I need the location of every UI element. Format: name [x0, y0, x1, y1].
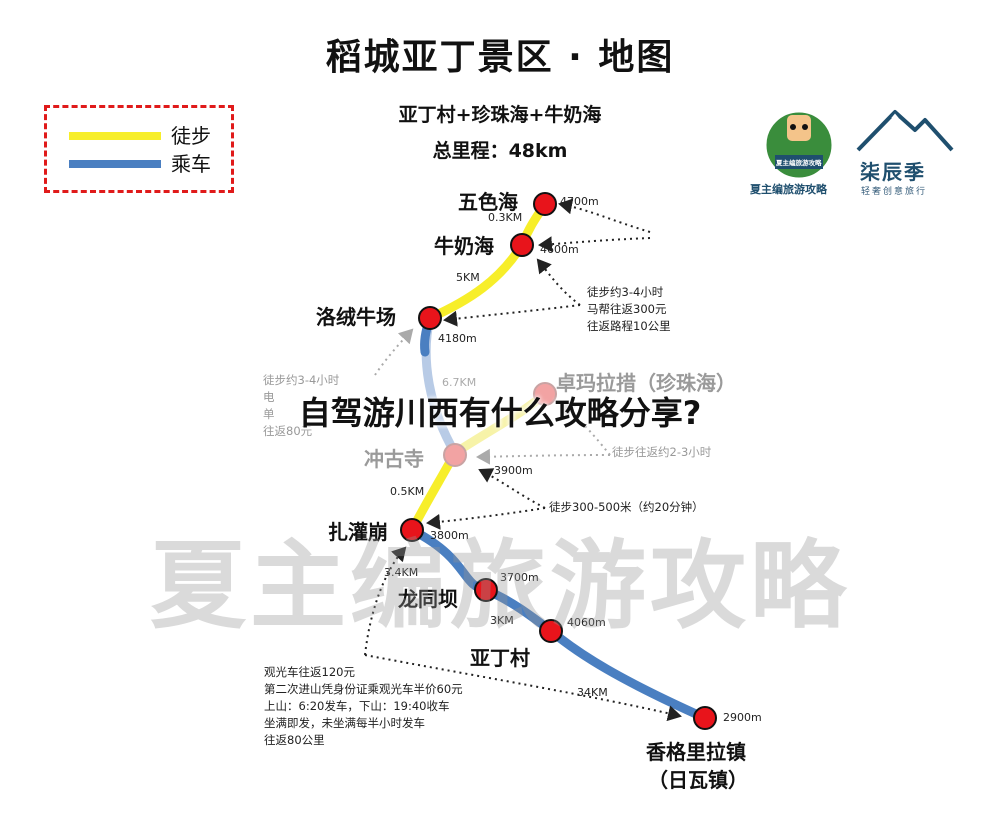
dot-zhaguanbeng	[400, 518, 424, 542]
elev-chonggu: 3900m	[494, 464, 533, 477]
seg-3km: 3KM	[490, 614, 514, 627]
seg-5km: 5KM	[456, 271, 480, 284]
arrow-to-chonggu-faded	[476, 448, 611, 465]
place-luorong: 洛绒牛场	[316, 305, 396, 329]
route-summary: 亚丁村+珍珠海+牛奶海	[398, 104, 602, 126]
legend-ride-label: 乘车	[171, 152, 211, 176]
watermark: 夏主编旅游攻略	[150, 530, 850, 642]
seg-0-5km: 0.5KM	[390, 485, 425, 498]
place-longtongba: 龙同坝	[398, 587, 458, 611]
dot-luorong	[418, 306, 442, 330]
place-five-color-lake: 五色海	[458, 190, 518, 214]
dot-longtongba	[474, 578, 498, 602]
dot-shangri-la	[693, 706, 717, 730]
dot-pearl-lake	[533, 382, 557, 406]
dot-yading-village	[539, 619, 563, 643]
arrow-to-luorong-faded	[374, 328, 414, 376]
elev-luorong: 4180m	[438, 332, 477, 345]
qichenji-brand: 柒辰季	[860, 160, 926, 184]
elev-shangri-la: 2900m	[723, 711, 762, 724]
seg-3-4km: 3.4KM	[384, 566, 419, 579]
headline-overlay: 自驾游川西有什么攻略分享?	[298, 394, 702, 432]
seg-34km: 34KM	[577, 686, 608, 699]
note-shuttle: 观光车往返120元 第二次进山凭身份证乘观光车半价60元 上山：6:20发车，下…	[264, 665, 463, 747]
total-distance: 总里程：48km	[432, 140, 568, 162]
qichenji-slogan: 轻奢创意旅行	[861, 187, 928, 197]
elev-zhaguanbeng: 3800m	[430, 529, 469, 542]
elev-longtongba: 3700m	[500, 571, 539, 584]
arrow-to-five-color-lake	[558, 198, 651, 233]
place-chonggu: 冲古寺	[364, 447, 424, 471]
note-zhaguanbeng: 徒步300-500米（约20分钟）	[549, 500, 704, 514]
legend: 徒步 乘车	[44, 105, 234, 193]
arrow-shuttle-to-shangri-la	[364, 654, 682, 722]
legend-walk-swatch	[69, 132, 161, 140]
dot-milk-lake	[510, 233, 534, 257]
elev-yading-village: 4060m	[567, 616, 606, 629]
legend-walk-label: 徒步	[171, 124, 211, 148]
map-title: 稻城亚丁景区 · 地图	[325, 37, 675, 78]
place-pearl-lake: 卓玛拉措（珍珠海）	[556, 371, 736, 395]
place-milk-lake: 牛奶海	[434, 234, 494, 258]
note-milk-lake: 徒步约3-4小时 马帮往返300元 往返路程10公里	[587, 285, 671, 333]
place-yading-village: 亚丁村	[470, 646, 530, 670]
dot-chonggu	[443, 443, 467, 467]
xia-editor-brand: 夏主编旅游攻略	[750, 183, 827, 196]
dot-five-color-lake	[533, 192, 557, 216]
legend-ride-swatch	[69, 160, 161, 168]
place-shangri-la: 香格里拉镇	[646, 740, 746, 764]
note-luorong-faded: 徒步约3-4小时 电 单 往返80元	[263, 373, 340, 438]
place-shangri-la-sub: （日瓦镇）	[648, 768, 748, 792]
xia-editor-badge-text: 夏主编旅游攻略	[776, 159, 822, 167]
arrow-to-chonggu	[478, 468, 546, 509]
note-pearl-lake: 徒步往返约2-3小时	[612, 445, 712, 459]
seg-6-7km: 6.7KM	[442, 376, 477, 389]
elev-five-color-lake: 4700m	[560, 195, 599, 208]
arrow-from-note-to-luorong	[443, 304, 581, 327]
seg-0-3km: 0.3KM	[488, 211, 523, 224]
ride-route-main	[407, 525, 710, 723]
qichenji-logo	[856, 110, 954, 152]
elev-milk-lake: 4600m	[540, 243, 579, 256]
arrow-from-note-to-milk-lake	[536, 258, 581, 306]
xia-editor-logo	[763, 109, 835, 181]
place-zhaguanbeng: 扎灌崩	[328, 520, 388, 544]
